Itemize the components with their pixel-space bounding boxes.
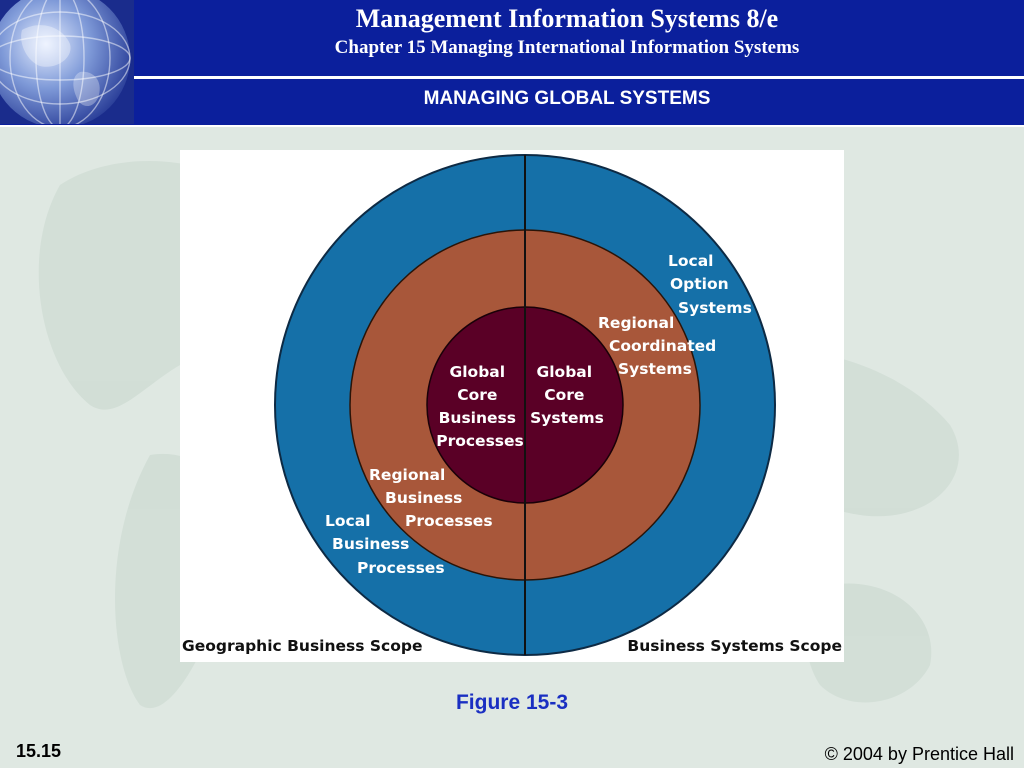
globe-icon (0, 0, 134, 124)
slide-header: Management Information Systems 8/e Chapt… (0, 0, 1024, 127)
systems-scope-label: Business Systems Scope (627, 637, 842, 655)
label-right-middle-2: Coordinated (609, 337, 716, 355)
label-right-inner-3: Systems (530, 409, 604, 427)
label-left-inner-3: Business (439, 409, 516, 427)
label-right-middle-1: Regional (598, 314, 674, 332)
concentric-scope-diagram: Global Core Business Processes Global Co… (182, 154, 842, 656)
figure-caption: Figure 15-3 (455, 691, 569, 714)
label-right-outer-3: Systems (678, 299, 752, 317)
label-left-outer-2: Business (332, 535, 409, 553)
slide-heading: MANAGING GLOBAL SYSTEMS (423, 88, 711, 109)
label-left-inner-4: Processes (436, 432, 524, 450)
chapter-title: Chapter 15 Managing International Inform… (334, 37, 800, 58)
label-left-outer-1: Local (325, 512, 371, 530)
slide-number: 15.15 (16, 741, 62, 761)
svg-text:Global Core Busine: Global Core Business Processes (436, 363, 524, 450)
label-left-outer-3: Processes (357, 559, 445, 577)
label-right-outer-1: Local (668, 252, 714, 270)
label-left-middle-2: Business (385, 489, 462, 507)
label-right-inner-2: Core (544, 386, 584, 404)
label-left-inner-2: Core (457, 386, 497, 404)
figure-panel: Global Core Business Processes Global Co… (180, 150, 844, 662)
header-divider (134, 76, 1024, 79)
svg-text:Local Option Syste: Local Option Systems (668, 252, 752, 317)
svg-text:Regional Business: Regional Business Processes (369, 466, 493, 530)
geographic-scope-label: Geographic Business Scope (182, 637, 423, 655)
copyright-notice: © 2004 by Prentice Hall (824, 744, 1014, 764)
label-right-outer-2: Option (670, 275, 729, 293)
svg-text:Global Core System: Global Core Systems (530, 363, 604, 427)
label-left-middle-1: Regional (369, 466, 445, 484)
label-left-inner-1: Global (450, 363, 506, 381)
label-right-middle-3: Systems (618, 360, 692, 378)
course-title: Management Information Systems 8/e (355, 4, 779, 33)
svg-text:Local Business Pro: Local Business Processes (325, 512, 445, 577)
label-right-inner-1: Global (537, 363, 593, 381)
svg-text:Regional Coordinated: Regional Coordinated Systems (598, 314, 722, 378)
label-left-middle-3: Processes (405, 512, 493, 530)
